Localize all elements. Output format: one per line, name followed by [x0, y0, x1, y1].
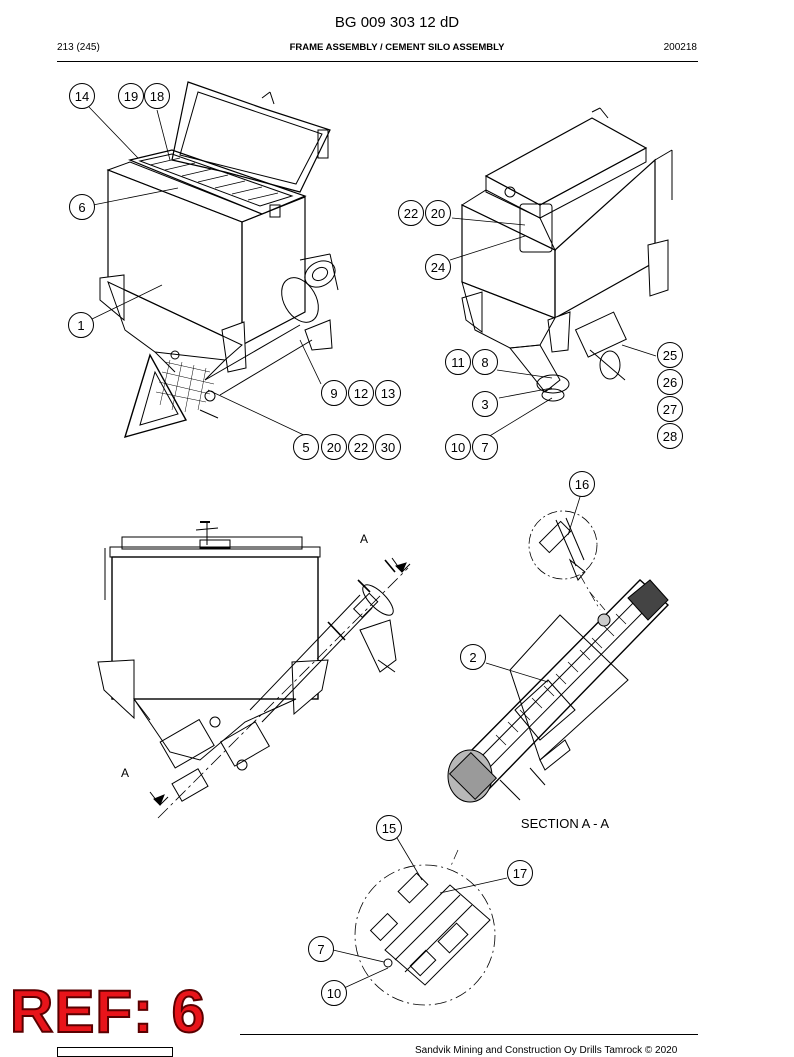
- detail-circle-top: [528, 510, 601, 611]
- callout-10b: [321, 980, 347, 1006]
- callout-3: [472, 391, 498, 417]
- callout-22b: [398, 200, 424, 226]
- detail-circle-bottom: [354, 849, 496, 1006]
- callout-2: [460, 644, 486, 670]
- callout-6-text: 6: [78, 200, 85, 215]
- section-marker-a-bottom: A: [121, 766, 129, 780]
- footer-copyright: Sandvik Mining and Construction Oy Drill…: [415, 1045, 678, 1056]
- callout-13-text: 13: [381, 386, 395, 401]
- silo-view-right: [460, 107, 673, 402]
- leaders-view-2: [449, 217, 657, 438]
- callout-3-text: 3: [481, 397, 488, 412]
- callout-22a-text: 22: [354, 440, 368, 455]
- callout-22a: [348, 434, 374, 460]
- section-title: SECTION A - A: [521, 816, 609, 831]
- callout-12-text: 12: [354, 386, 368, 401]
- callout-16: [569, 471, 595, 497]
- page-reference: 213 (245): [57, 42, 100, 53]
- callout-17: [507, 860, 533, 886]
- callout-2-text: 2: [469, 650, 476, 665]
- callout-27-text: 27: [663, 402, 677, 417]
- callout-20a-text: 20: [327, 440, 341, 455]
- callout-17-text: 17: [513, 866, 527, 881]
- callout-25: [657, 342, 683, 368]
- leaders-section: [332, 496, 581, 989]
- callout-numbers: 14 19 18 6 1 9 12 13 5 20 22 30 22 20 24…: [75, 89, 677, 1001]
- callout-20b-text: 20: [431, 206, 445, 221]
- leaders-view-1: [88, 106, 322, 438]
- callout-30-text: 30: [381, 440, 395, 455]
- callout-12: [348, 380, 374, 406]
- section-a-a: [447, 579, 670, 803]
- callout-22b-text: 22: [404, 206, 418, 221]
- callout-20b: [425, 200, 451, 226]
- callout-20a: [321, 434, 347, 460]
- callout-8-text: 8: [481, 355, 488, 370]
- callout-13: [375, 380, 401, 406]
- callout-28-text: 28: [663, 429, 677, 444]
- callout-10a-text: 10: [451, 440, 465, 455]
- callout-7b: [308, 936, 334, 962]
- callout-10b-text: 10: [327, 986, 341, 1001]
- footer-rule: [240, 1034, 698, 1035]
- callout-14: [69, 83, 95, 109]
- callout-5: [293, 434, 319, 460]
- document-date: 200218: [663, 42, 697, 53]
- callout-1: [68, 312, 94, 338]
- callout-6: [69, 194, 95, 220]
- callout-25-text: 25: [663, 348, 677, 363]
- callout-26-text: 26: [663, 375, 677, 390]
- callout-7a-text: 7: [481, 440, 488, 455]
- callout-11-text: 11: [451, 355, 465, 370]
- page-title: FRAME ASSEMBLY / CEMENT SILO ASSEMBLY: [289, 42, 505, 53]
- callout-11: [445, 349, 471, 375]
- section-marker-a-top: A: [360, 532, 368, 546]
- callout-1-text: 1: [77, 318, 84, 333]
- callout-15-text: 15: [382, 821, 396, 836]
- callout-28: [657, 423, 683, 449]
- company-logo-bar: [57, 1047, 173, 1057]
- document-code: BG 009 303 12 dD: [334, 14, 460, 31]
- callout-19: [118, 83, 144, 109]
- callout-7b-text: 7: [317, 942, 324, 957]
- callout-24: [425, 254, 451, 280]
- callout-9-text: 9: [330, 386, 337, 401]
- callout-8: [472, 349, 498, 375]
- callout-16-text: 16: [575, 477, 589, 492]
- callout-24-text: 24: [431, 260, 445, 275]
- callout-27: [657, 396, 683, 422]
- header-rule: [57, 61, 698, 62]
- silo-view-left: [99, 81, 339, 439]
- callout-30: [375, 434, 401, 460]
- callout-5-text: 5: [302, 440, 309, 455]
- callout-balloons: [68, 83, 683, 1006]
- callout-14-text: 14: [75, 89, 89, 104]
- callout-9: [321, 380, 347, 406]
- callout-7a: [472, 434, 498, 460]
- callout-19-text: 19: [124, 89, 138, 104]
- callout-26: [657, 369, 683, 395]
- callout-18: [144, 83, 170, 109]
- callout-10a: [445, 434, 471, 460]
- callout-18-text: 18: [150, 89, 164, 104]
- front-view: [97, 521, 411, 819]
- ref-stamp: REF: 6: [9, 978, 207, 1045]
- callout-15: [376, 815, 402, 841]
